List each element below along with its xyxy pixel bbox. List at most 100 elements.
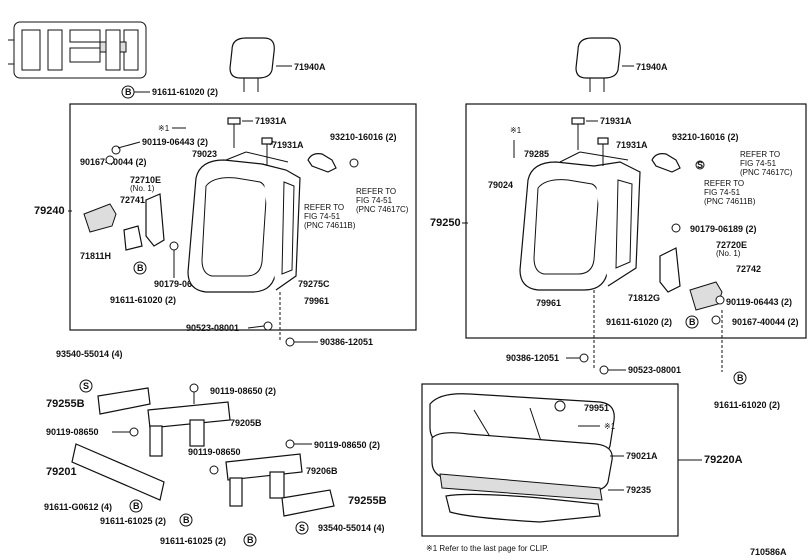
seatback-left [187,151,301,293]
label-79240: 79240 [34,205,65,217]
label-79023: 79023 [192,149,217,159]
label-note-right: ※1 [510,126,522,135]
label-79961-left: 79961 [304,296,329,306]
label-72741: 72741 [120,195,145,205]
group-box-79240 [69,103,417,331]
label-fig-1: FIG 74-51 [356,196,393,205]
label-71931a-r2: 71931A [616,140,648,150]
label-93540-top: 93540-55014 (4) [56,349,123,359]
label-93540-bottom: 93540-55014 (4) [318,523,385,533]
label-79961-right: 79961 [536,298,561,308]
marker-b-right: B [689,317,696,327]
marker-b-g0612-circle [129,499,143,513]
label-90523-right: 90523-08001 [628,365,681,375]
label-79206b: 79206B [306,466,338,476]
marker-b-bottom: B [737,373,744,383]
label-90119-08650-b: 90119-08650 [46,427,99,437]
label-79021a: 79021A [626,451,658,461]
recliner-hinge-right [659,223,725,325]
label-note-left: ※1 [158,124,170,133]
label-71940a-right: 71940A [636,62,668,72]
marker-b-label: B [125,87,132,97]
label-71811h: 71811H [80,251,111,261]
trim-cover-79255b-bottom [281,489,335,517]
label-79220a: 79220A [704,454,743,466]
cover-strip-right: S [651,153,705,173]
vehicle-locator-icon [8,21,147,79]
trim-cover-79255b-top [97,387,151,415]
label-79250: 79250 [430,217,461,229]
label-90119-06443-left: 90119-06443 (2) [142,137,208,147]
label-71812g: 71812G [628,293,660,303]
label-refer-to-4: REFER TO [704,179,744,188]
label-90119-08650-c: 90119-08650 (2) [314,440,380,450]
label-refer-to-3: REFER TO [740,150,780,159]
seat-cushion [429,393,615,523]
label-pnc-74617c-right: (PNC 74617C) [740,168,793,177]
seat-leg-79205b [147,401,231,457]
label-79235: 79235 [626,485,651,495]
label-79201: 79201 [46,466,77,478]
label-79024: 79024 [488,180,513,190]
marker-s-b: S [299,523,305,533]
label-90119-08650-a: 90119-08650 (2) [210,386,276,396]
label-pnc-74611b-left: (PNC 74611B) [304,221,356,230]
marker-s-b-circle [295,521,309,535]
marker-s-a: S [83,381,89,391]
label-79275c: 79275C [298,279,330,289]
label-79255b-bottom: 79255B [348,495,387,507]
label-fig-4: FIG 74-51 [704,188,741,197]
label-72710e: 72710E [130,175,161,185]
marker-b-61025a-circle [179,513,193,527]
label-fig-3: FIG 74-51 [740,159,777,168]
label-refer-to-1: REFER TO [356,187,396,196]
label-90119-06443-right: 90119-06443 (2) [726,297,792,307]
label-90179-left: 90179-06189 (2) [154,279,221,289]
label-72720e: 72720E [716,240,747,250]
headrest-guide-left [227,117,274,166]
marker-b-61025b-circle [243,533,257,547]
label-90386-right: 90386-12051 [506,353,559,363]
marker-b-g0612: B [133,501,140,511]
marker-b-right-circle [685,315,699,329]
label-fig-2: FIG 74-51 [304,212,341,221]
marker-b-61025a: B [183,515,190,525]
marker-s-a-circle [79,379,93,393]
label-79205b: 79205B [230,418,262,428]
marker-b-bottom-circle [733,371,747,385]
label-72710e-sub: (No. 1) [130,184,155,193]
label-91611-61020-right: 91611-61020 (2) [606,317,672,327]
label-79255b-top: 79255B [46,398,85,410]
label-91611-61020-top: 91611-61020 (2) [152,87,218,97]
label-79285: 79285 [524,149,549,159]
label-pnc-74617c-left: (PNC 74617C) [356,205,409,214]
headrest-right [575,37,634,92]
label-note-cushion: ※1 [604,422,616,431]
label-90386-left: 90386-12051 [320,337,373,347]
label-72720e-sub: (No. 1) [716,249,741,258]
label-91611-61025-b: 91611-61025 (2) [160,536,226,546]
label-72742: 72742 [736,264,761,274]
label-71931a-r1: 71931A [600,116,632,126]
marker-s-right: S [697,160,703,170]
label-90179-right: 90179-06189 (2) [690,224,757,234]
label-pnc-74611b-right: (PNC 74611B) [704,197,756,206]
label-91611-61020-left: 91611-61020 (2) [110,295,176,305]
label-71940a-left: 71940A [294,62,326,72]
group-box-79250 [465,103,807,339]
marker-b-left-circle [133,261,147,275]
label-refer-to-2: REFER TO [304,203,344,212]
recliner-hinge-left [83,141,179,278]
label-91611-61025-a: 91611-61025 (2) [100,516,166,526]
label-71931a-l1: 71931A [255,116,287,126]
label-91611-61020-bottom: 91611-61020 (2) [714,400,780,410]
label-90167-40044-right: 90167-40044 (2) [732,317,799,327]
label-90523-left: 90523-08001 [186,323,239,333]
label-91611-g0612: 91611-G0612 (4) [44,502,112,512]
marker-b-left: B [137,263,144,273]
headrest-guide-right [571,117,609,166]
seat-rail-79201 [71,443,165,501]
cover-strip-left [307,153,359,173]
label-90119-08650-d: 90119-08650 [188,447,241,457]
